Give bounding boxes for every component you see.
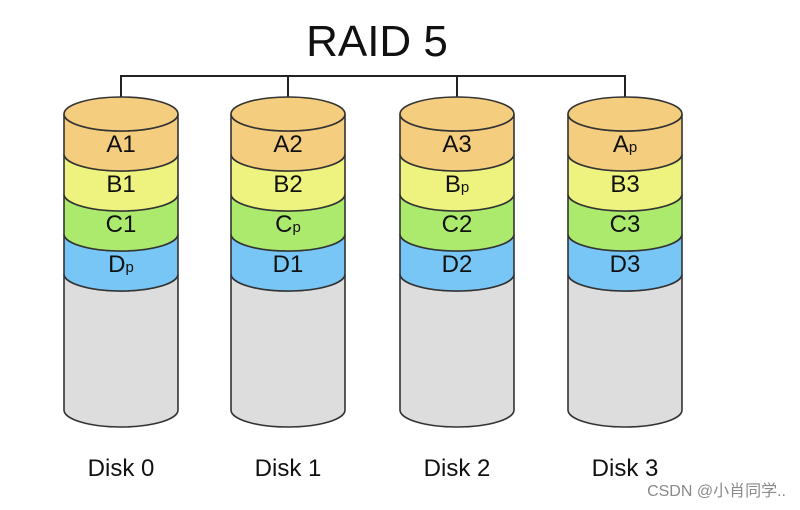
disk-label: Disk 0	[88, 455, 155, 482]
disk-top-cap	[230, 96, 346, 132]
disk-top-cap	[63, 96, 179, 132]
block-label: C3	[610, 211, 641, 238]
block-label: Cp	[275, 211, 301, 238]
block-label: D2	[442, 251, 473, 278]
disk-label: Disk 1	[255, 455, 322, 482]
block-label: B1	[106, 171, 135, 198]
block-label: A1	[106, 131, 135, 158]
block-label: D1	[273, 251, 304, 278]
disk-top-cap	[567, 96, 683, 132]
disk-label: Disk 2	[424, 455, 491, 482]
block-label: B3	[610, 171, 639, 198]
block-label: Ap	[613, 131, 637, 158]
block-label: A3	[442, 131, 471, 158]
disk-base	[399, 273, 515, 428]
disk-top-cap	[399, 96, 515, 132]
block-label: Bp	[445, 171, 469, 198]
disk-base	[230, 273, 346, 428]
connector-bus	[120, 75, 626, 114]
block-label: C2	[442, 211, 473, 238]
block-label: C1	[106, 211, 137, 238]
disk-base	[567, 273, 683, 428]
diagram-title: RAID 5	[306, 17, 448, 66]
watermark: CSDN @小肖同学..	[647, 483, 786, 500]
block-label: Dp	[108, 251, 134, 278]
controller-connector	[120, 75, 626, 114]
disk-base	[63, 273, 179, 428]
block-label: A2	[273, 131, 302, 158]
block-label: B2	[273, 171, 302, 198]
block-label: D3	[610, 251, 641, 278]
disk-label: Disk 3	[592, 455, 659, 482]
